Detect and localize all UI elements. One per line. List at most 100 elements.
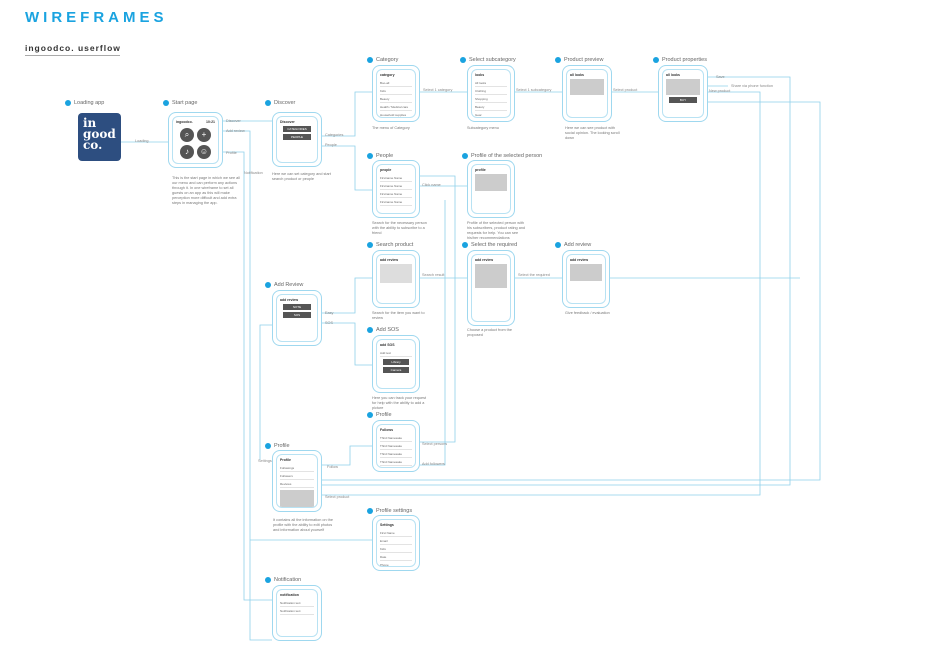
- node-caption: Here you can track your request for help…: [372, 396, 427, 410]
- user-icon[interactable]: ☺: [197, 145, 211, 159]
- node-title: Add SOS: [367, 327, 399, 333]
- connector-line: [322, 91, 372, 137]
- screen-button[interactable]: PEOPLE: [283, 134, 311, 140]
- step-dot-icon: [163, 100, 169, 106]
- screen-title: add review: [475, 258, 494, 262]
- connector-label: Select persons: [422, 442, 448, 446]
- node-label-text: Product properties: [662, 57, 707, 63]
- logo-line: co.: [83, 138, 103, 152]
- bell-icon[interactable]: ♪: [180, 145, 194, 159]
- screen-button[interactable]: SOS: [283, 312, 311, 318]
- image-placeholder: [570, 79, 604, 96]
- screen-row: Boo-all: [380, 79, 412, 87]
- connector-label: Add followers: [422, 462, 445, 466]
- screen-button[interactable]: CATEGORIES: [283, 126, 311, 132]
- step-dot-icon: [367, 153, 373, 159]
- node-label-text: Loading app: [74, 100, 105, 106]
- screen-title: add review: [380, 258, 399, 262]
- page-title: WIREFRAMES: [25, 9, 168, 26]
- connector-label: Categories: [325, 133, 344, 137]
- node-caption: Here we can set category and start searc…: [272, 172, 331, 181]
- screen-row: Phone: [380, 561, 412, 567]
- screen-row: Third Namesake: [380, 450, 412, 458]
- connector-label: People: [325, 143, 337, 147]
- node-caption: This is the start page in which we see a…: [172, 176, 240, 205]
- connector-line: [420, 175, 456, 443]
- screen-header: add review: [475, 258, 507, 262]
- node-label-text: Search product: [376, 242, 414, 248]
- screen-row: Notification text: [280, 599, 314, 607]
- connector-label: Loading: [135, 139, 149, 143]
- connector-label: Add review: [226, 129, 245, 133]
- screen-title: ingoodco.: [176, 120, 193, 124]
- watch-screen: all looks: [566, 69, 608, 118]
- screen-button[interactable]: Camera: [383, 367, 409, 373]
- image-placeholder: [666, 79, 700, 96]
- logo-line: good: [83, 127, 116, 141]
- screen-title: all looks: [666, 73, 681, 77]
- screen-row: Beauty: [380, 95, 412, 103]
- node-caption: The menu of Category: [372, 126, 410, 130]
- connector-line: [322, 76, 791, 486]
- node-label-text: Profile of the selected person: [471, 153, 543, 159]
- node-title: Select subcategory: [460, 57, 516, 63]
- image-placeholder: [570, 264, 602, 281]
- step-dot-icon: [265, 577, 271, 583]
- plus-icon[interactable]: +: [197, 128, 211, 142]
- screen-header: ingoodco. 10:21: [176, 120, 215, 124]
- watch-screen: profile: [471, 164, 511, 214]
- node-caption: Give feedback / evaluation: [565, 311, 610, 315]
- node-label-text: Add SOS: [376, 327, 399, 333]
- screen-button[interactable]: BUY: [669, 97, 697, 104]
- node-title: Loading app: [65, 100, 104, 106]
- connector-line: [322, 91, 761, 496]
- screen-button[interactable]: NOTE: [283, 304, 311, 310]
- screen-row: Third Namesake: [380, 434, 412, 442]
- node-label-text: Add Review: [274, 282, 304, 288]
- connector-label: Search result: [422, 273, 445, 277]
- watch-screen: add review: [471, 254, 511, 322]
- watch-wireframe: ingoodco. 10:21 ⌕+♪☺: [168, 112, 223, 168]
- connector-label: SOS: [325, 321, 334, 325]
- screen-row: Notification text: [280, 607, 314, 615]
- step-dot-icon: [367, 57, 373, 63]
- connector-label: New product: [709, 89, 731, 93]
- node-title: Start page: [163, 100, 197, 106]
- node-label-text: Add review: [564, 242, 592, 248]
- screen-title: add SOS: [380, 343, 395, 347]
- watch-wireframe: add review: [562, 250, 610, 308]
- watch-screen: ingoodco. 10:21 ⌕+♪☺: [172, 116, 219, 164]
- screen-title: notification: [280, 593, 299, 597]
- flow-subtitle: ingoodco. userflow: [25, 43, 121, 53]
- connector-line: [280, 101, 821, 481]
- logo-line: in: [83, 116, 97, 130]
- screen-button[interactable]: Library: [383, 359, 409, 365]
- node-caption: Search for the item you want to review: [372, 311, 425, 320]
- screen-row: All looks: [475, 79, 507, 87]
- screen-header: looks: [475, 73, 507, 77]
- screen-row: Beauty: [475, 103, 507, 111]
- step-dot-icon: [555, 57, 561, 63]
- screen-row: Third Namesake: [380, 458, 412, 466]
- screen-row: Household supplies: [380, 111, 412, 117]
- screen-time: 10:21: [206, 120, 215, 124]
- screen-row: Gear: [475, 111, 507, 117]
- connector-label: Select the required: [518, 273, 550, 277]
- step-dot-icon: [462, 242, 468, 248]
- watch-screen: add review: [566, 254, 606, 304]
- node-title: Product preview: [555, 57, 603, 63]
- connector-line: [322, 277, 372, 314]
- screen-header: category: [380, 73, 412, 77]
- search-icon[interactable]: ⌕: [180, 128, 194, 142]
- screen-title: add review: [280, 298, 299, 302]
